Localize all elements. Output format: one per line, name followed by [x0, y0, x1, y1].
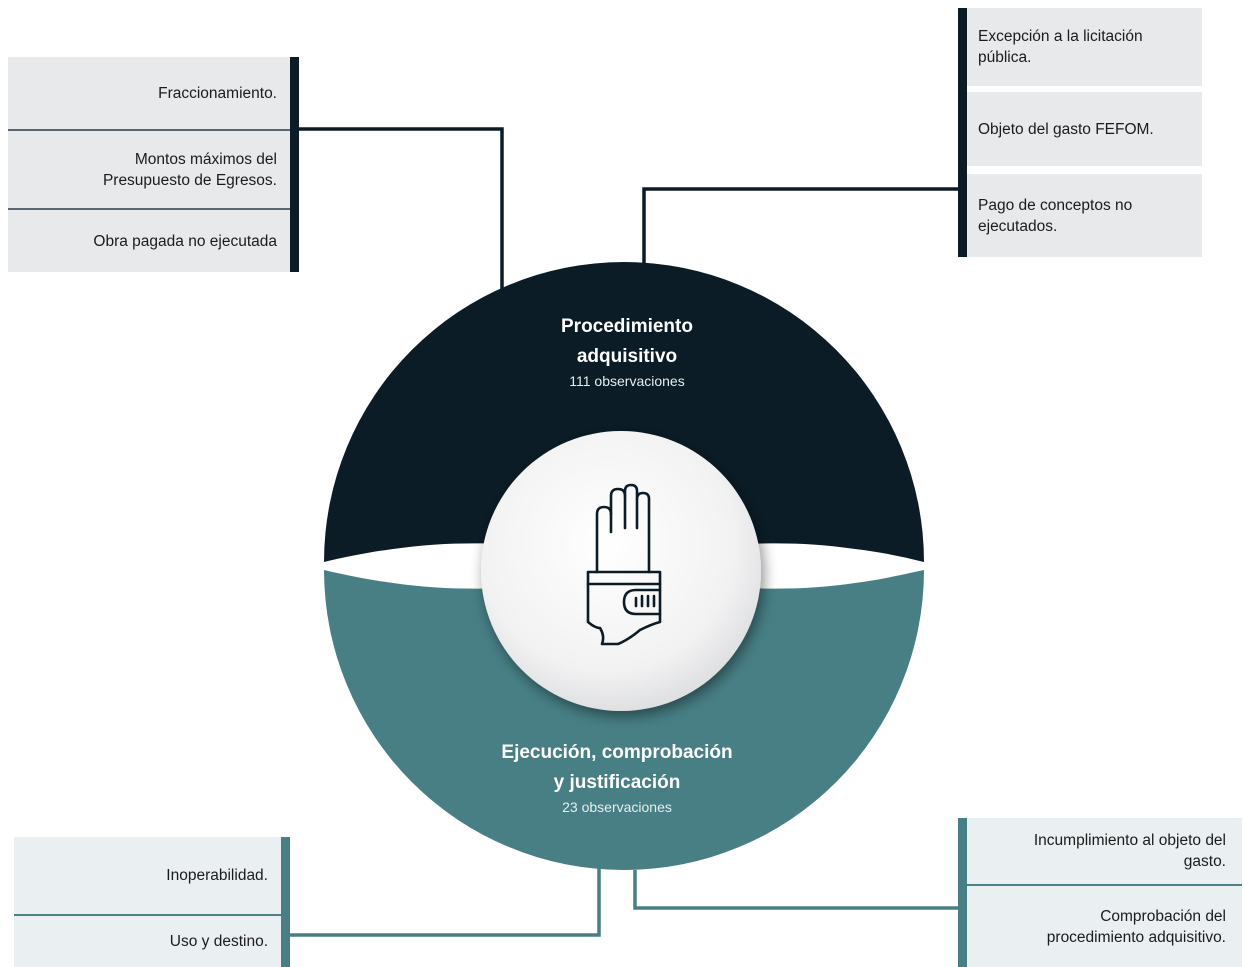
bottom-category-count: 23 observaciones — [562, 799, 672, 815]
connector-bottom-right — [633, 870, 960, 910]
bottom-category-title-line2: y justificación — [553, 772, 681, 793]
list-item: Excepción a la licitación pública. — [958, 8, 1202, 86]
top-right-list-panel: Excepción a la licitación pública. Objet… — [958, 8, 1202, 257]
list-item: Comprobación del procedimiento adquisiti… — [958, 886, 1242, 967]
top-left-list-panel: Fraccionamiento. Montos máximos del Pres… — [8, 57, 299, 272]
list-item-label: Excepción a la licitación pública. — [978, 28, 1143, 66]
list-item-label: Fraccionamiento. — [158, 85, 277, 102]
list-item: Incumplimiento al objeto del gasto. — [958, 818, 1242, 884]
list-item-label: Montos máximos del Presupuesto de Egreso… — [102, 151, 277, 189]
connector-top-left — [298, 127, 504, 300]
list-item: Pago de conceptos no ejecutados. — [958, 174, 1202, 257]
bottom-left-list-panel: Inoperabilidad. Uso y destino. — [14, 837, 290, 967]
list-item-label: Uso y destino. — [169, 933, 268, 950]
top-half-circle — [324, 262, 924, 562]
list-divider — [967, 884, 1242, 886]
top-category-title-line1: Procedimiento — [561, 316, 693, 337]
list-item: Fraccionamiento. — [8, 57, 299, 130]
top-category-label: Procedimiento adquisitivo 111 observacio… — [474, 312, 780, 390]
bottom-half-circle — [324, 570, 924, 870]
list-divider — [8, 129, 290, 131]
list-item-label: Obra pagada no ejecutada — [93, 232, 277, 250]
list-divider — [14, 914, 281, 916]
bottom-category-title-line1: Ejecución, comprobación — [501, 742, 733, 763]
panel-accent-bar — [281, 837, 290, 967]
bottom-right-list-panel: Incumplimiento al objeto del gasto. Comp… — [958, 818, 1242, 967]
panel-accent-bar — [958, 8, 967, 257]
bottom-category-label: Ejecución, comprobación y justificación … — [454, 738, 780, 816]
list-item-label: Inoperabilidad. — [166, 867, 268, 884]
connector-top-right — [642, 187, 960, 270]
list-item: Montos máximos del Presupuesto de Egreso… — [8, 131, 299, 209]
list-item-label: Comprobación del procedimiento adquisiti… — [1046, 907, 1226, 946]
top-category-count: 111 observaciones — [569, 373, 685, 389]
list-item-label: Objeto del gasto FEFOM. — [978, 120, 1154, 138]
list-item: Objeto del gasto FEFOM. — [958, 92, 1202, 166]
list-item-label: Pago de conceptos no ejecutados. — [978, 196, 1133, 235]
list-item-label: Incumplimiento al objeto del gasto. — [1033, 832, 1226, 870]
list-divider — [8, 208, 290, 210]
top-category-title-line2: adquisitivo — [576, 346, 678, 367]
list-item: Obra pagada no ejecutada — [8, 210, 299, 272]
panel-accent-bar — [958, 818, 967, 967]
panel-accent-bar — [290, 57, 299, 272]
raised-hand-in-cuff-icon — [586, 483, 662, 646]
connector-bottom-left — [290, 862, 601, 937]
list-item: Inoperabilidad. — [14, 837, 290, 914]
list-item: Uso y destino. — [14, 916, 290, 967]
